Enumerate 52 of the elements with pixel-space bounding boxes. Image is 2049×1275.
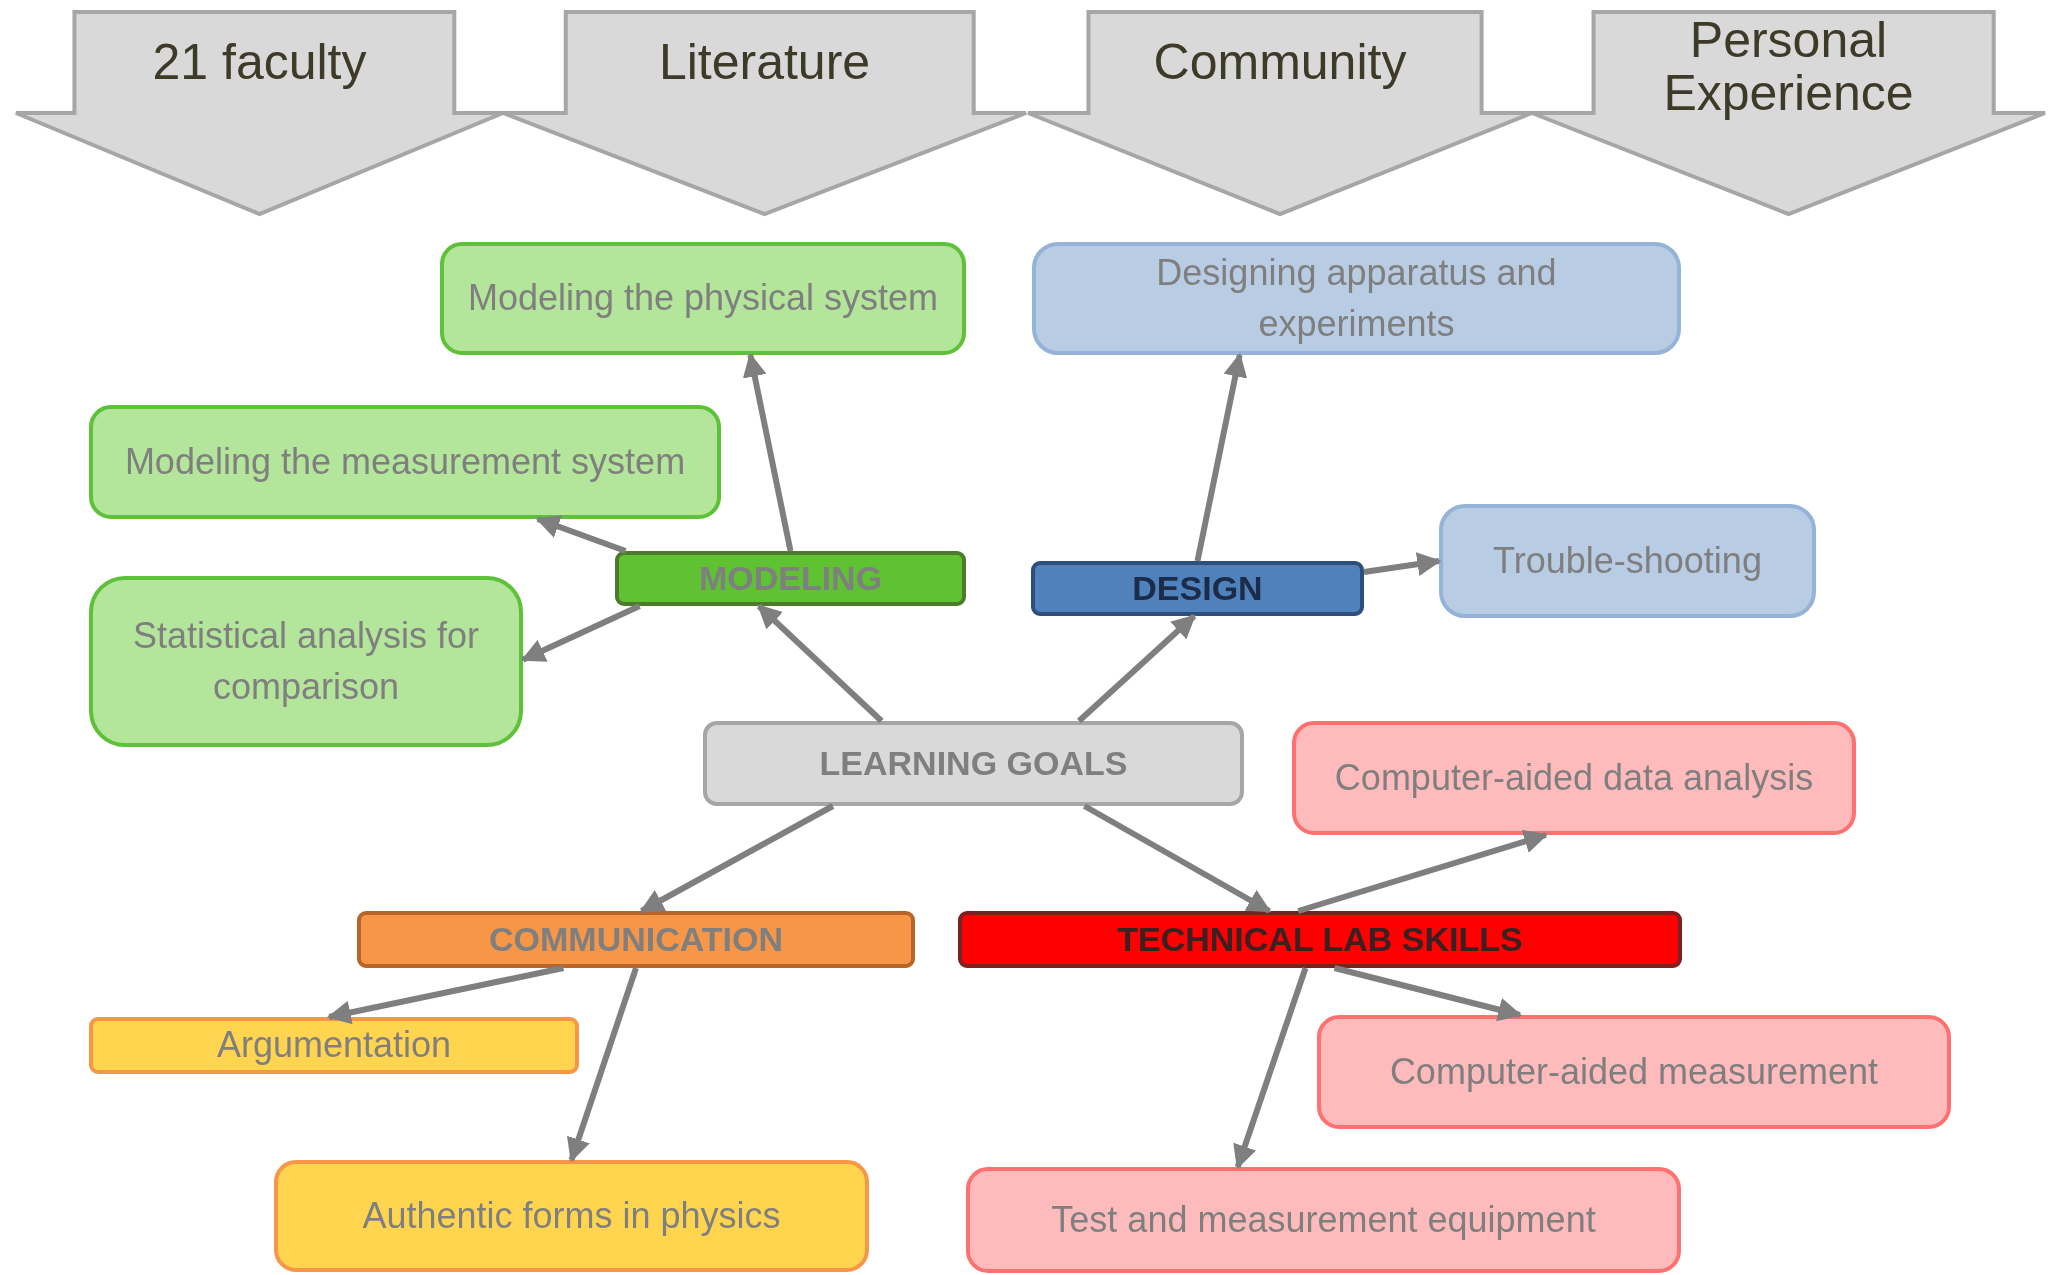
rounded-box: [89, 405, 721, 519]
box-label: TECHNICAL LAB SKILLS: [1117, 918, 1523, 960]
arrow: [1297, 829, 1549, 914]
rounded-box: [1032, 242, 1681, 355]
rounded-box: [1292, 721, 1856, 835]
arrow: [1233, 967, 1309, 1170]
box-label: Computer-aided data analysis: [1334, 755, 1814, 800]
arrow: [1082, 803, 1272, 914]
arrow: [326, 965, 565, 1025]
rounded-box: [357, 911, 915, 968]
rounded-box: [703, 721, 1244, 806]
box-label: Argumentation: [216, 1023, 452, 1068]
box-label: Test and measurement equipment: [1051, 1197, 1596, 1242]
arrow: [1333, 965, 1523, 1022]
arrow: [1363, 552, 1442, 576]
box-label: Modeling the physical system: [467, 276, 939, 321]
banner-label: Literature: [657, 36, 872, 89]
box-label: COMMUNICATION: [489, 918, 783, 960]
rounded-box: [966, 1167, 1681, 1273]
box-label: DESIGN: [1132, 567, 1263, 609]
rounded-box: [440, 242, 966, 355]
box-label: Statistical analysis for comparison: [131, 614, 481, 709]
arrow: [520, 603, 641, 663]
arrow: [742, 352, 794, 552]
box-label: Modeling the measurement system: [124, 439, 686, 484]
arrow: [1076, 613, 1197, 724]
box-label: Trouble-shooting: [1493, 538, 1762, 583]
box-label: MODELING: [698, 557, 883, 599]
box-label: Designing apparatus and experiments: [1155, 251, 1558, 346]
box-label: Computer-aided measurement: [1389, 1049, 1879, 1094]
arrow: [535, 515, 627, 554]
rounded-box: [615, 551, 966, 606]
banner-label: 21 faculty: [151, 36, 368, 89]
rounded-box: [1439, 504, 1816, 618]
arrow: [756, 603, 884, 724]
rounded-box: [89, 1017, 579, 1074]
arrow: [639, 803, 835, 914]
rounded-box: [274, 1160, 869, 1272]
rounded-box: [958, 911, 1682, 968]
banner-label: Community: [1152, 36, 1408, 89]
down-arrow-banner: [16, 10, 503, 216]
banner-label: Personal Experience: [1662, 14, 1915, 119]
down-arrow-banner: [1028, 10, 1532, 216]
box-label: LEARNING GOALS: [819, 742, 1128, 784]
arrow: [567, 967, 639, 1163]
arrow: [1194, 352, 1248, 562]
rounded-box: [1031, 561, 1364, 616]
down-arrow-banner: [503, 10, 1026, 216]
rounded-box: [1317, 1015, 1951, 1129]
rounded-box: [89, 576, 523, 747]
down-arrow-banner: [1532, 10, 2045, 216]
box-label: Authentic forms in physics: [362, 1193, 781, 1238]
